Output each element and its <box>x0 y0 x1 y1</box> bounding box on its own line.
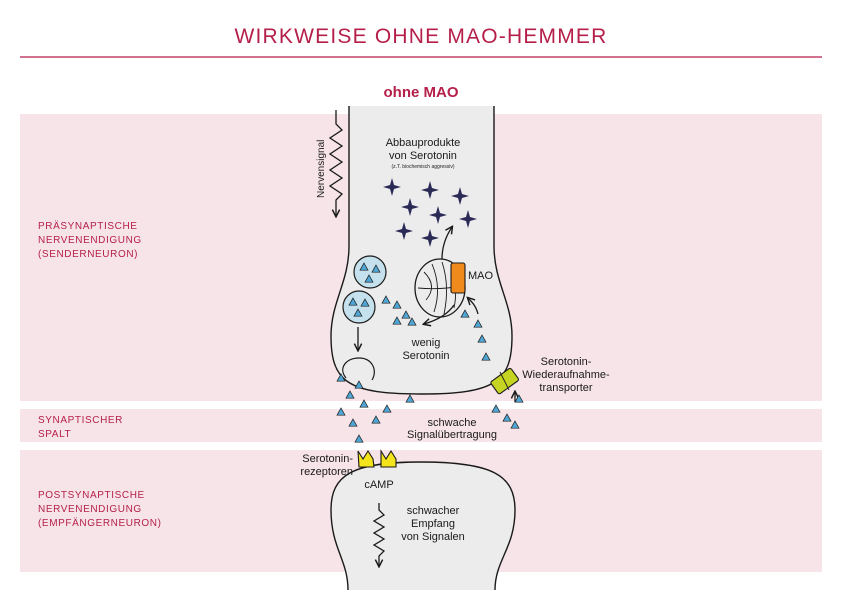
zone-label-presynaptic-3: (SENDERNEURON) <box>38 249 138 260</box>
wenig-serotonin-label-2: Serotonin <box>402 350 449 362</box>
zone-label-presynaptic-1: PRÄSYNAPTISCHE <box>38 220 138 232</box>
receptor-label-1: Serotonin- <box>302 453 353 465</box>
vesicle-lower <box>342 290 376 324</box>
transporter-label-3: transporter <box>539 382 593 394</box>
serotonin-triangle-icon <box>491 404 501 413</box>
serotonin-triangle-icon <box>382 404 392 413</box>
zone-label-postsynaptic-3: (EMPFÄNGERNEURON) <box>38 517 162 529</box>
nervensignal-label: Nervensignal <box>316 140 327 198</box>
serotonin-triangle-icon <box>359 399 369 408</box>
fusing-vesicle <box>342 357 375 381</box>
serotonin-receptors <box>357 449 397 468</box>
postsynaptic-neuron <box>330 461 516 591</box>
mao-enzyme <box>450 262 466 294</box>
signal-label-1: schwache <box>428 417 477 429</box>
transporter-label-2: Wiederaufnahme- <box>522 369 610 381</box>
abbauprodukte-label-1: Abbauprodukte <box>386 137 461 149</box>
empfang-label-1: schwacher <box>407 505 460 517</box>
transporter-label-1: Serotonin- <box>541 356 592 368</box>
zone-label-postsynaptic-2: NERVENENDIGUNG <box>38 504 142 515</box>
mao-label: MAO <box>468 270 494 282</box>
arrow-reuptake-to-mao <box>468 298 479 315</box>
empfang-label-2: Empfang <box>411 518 455 530</box>
wenig-serotonin-label-1: wenig <box>411 337 441 349</box>
nervensignal-arrow-icon <box>328 110 344 216</box>
presynaptic-neuron <box>330 106 513 395</box>
camp-label: cAMP <box>364 479 393 491</box>
empfang-label-3: von Signalen <box>401 531 465 543</box>
page-title: WIRKWEISE OHNE MAO-HEMMER <box>234 25 607 48</box>
zone-label-presynaptic-2: NERVENENDIGUNG <box>38 235 142 246</box>
zone-label-postsynaptic-1: POSTSYNAPTISCHE <box>38 490 145 501</box>
arrow-wenig-serotonin <box>424 304 455 324</box>
subtitle: ohne MAO <box>384 84 459 101</box>
receptor-label-2: rezeptoren <box>300 466 353 478</box>
transporter-divider <box>499 371 510 391</box>
arrow-to-degradation <box>441 227 452 260</box>
zone-label-cleft-2: SPALT <box>38 429 71 440</box>
vesicle-upper <box>353 255 387 289</box>
empfang-arrow-icon <box>372 503 386 566</box>
receptor-left <box>357 449 375 468</box>
band-cleft <box>20 409 822 442</box>
receptor-right <box>380 449 397 468</box>
abbauprodukte-note: (z.T. biochemisch aggressiv) <box>391 164 454 170</box>
signal-label-2: Signalübertragung <box>407 429 497 441</box>
abbauprodukte-label-2: von Serotonin <box>389 150 457 162</box>
zone-label-cleft-1: SYNAPTISCHER <box>38 415 123 426</box>
